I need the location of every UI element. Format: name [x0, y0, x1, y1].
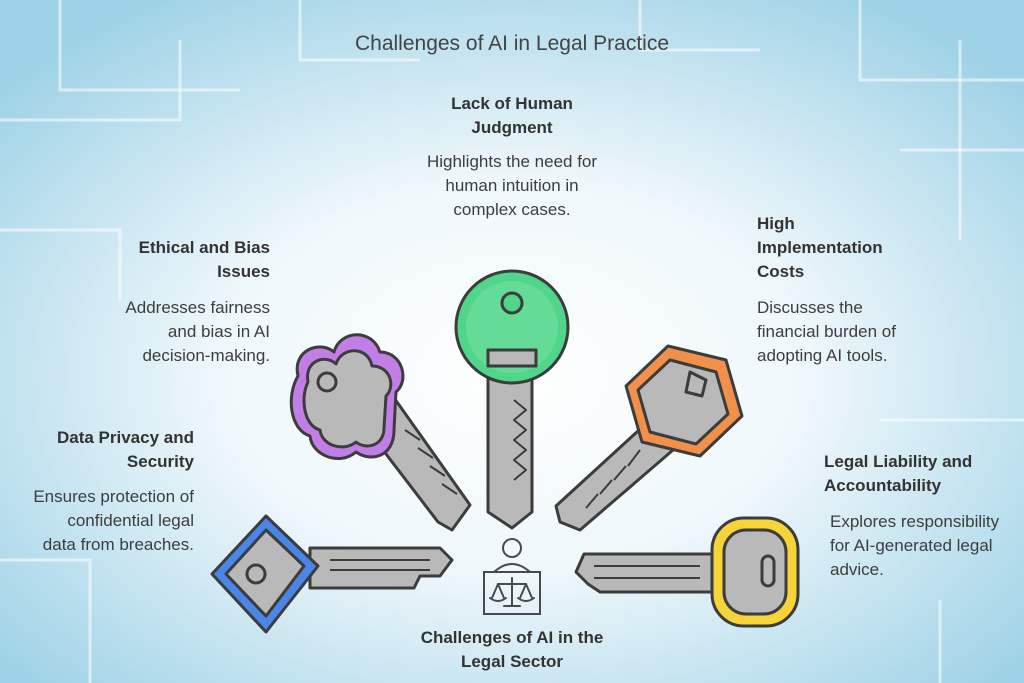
legal-liability-title: Legal Liability and Accountability — [824, 452, 973, 495]
human-judgment-title: Lack of Human Judgment — [451, 94, 573, 137]
key-rounded-icon — [574, 516, 800, 628]
data-privacy-title: Data Privacy and Security — [56, 428, 194, 471]
ethical-bias-title: Ethical and Bias Issues — [138, 238, 270, 281]
key-cloud-icon — [289, 333, 472, 532]
judge-with-scales-icon — [483, 538, 541, 615]
key-hexagon-icon — [554, 344, 744, 532]
human-judgment-description: Highlights the need for human intuition … — [426, 152, 598, 219]
key-circle-icon — [454, 269, 570, 530]
center-label: Challenges of AI in the Legal Sector — [420, 628, 604, 671]
ethical-bias-description: Addresses fairness and bias in AI decisi… — [125, 298, 270, 365]
implementation-costs-description: Discusses the financial burden of adopti… — [757, 298, 896, 365]
page-title: Challenges of AI in Legal Practice — [354, 32, 670, 55]
data-privacy-description: Ensures protection of confidential legal… — [33, 487, 194, 554]
implementation-costs-title: High Implementation Costs — [757, 214, 883, 281]
legal-liability-description: Explores responsibility for AI-generated… — [830, 512, 1000, 579]
key-diamond-icon — [210, 514, 454, 634]
